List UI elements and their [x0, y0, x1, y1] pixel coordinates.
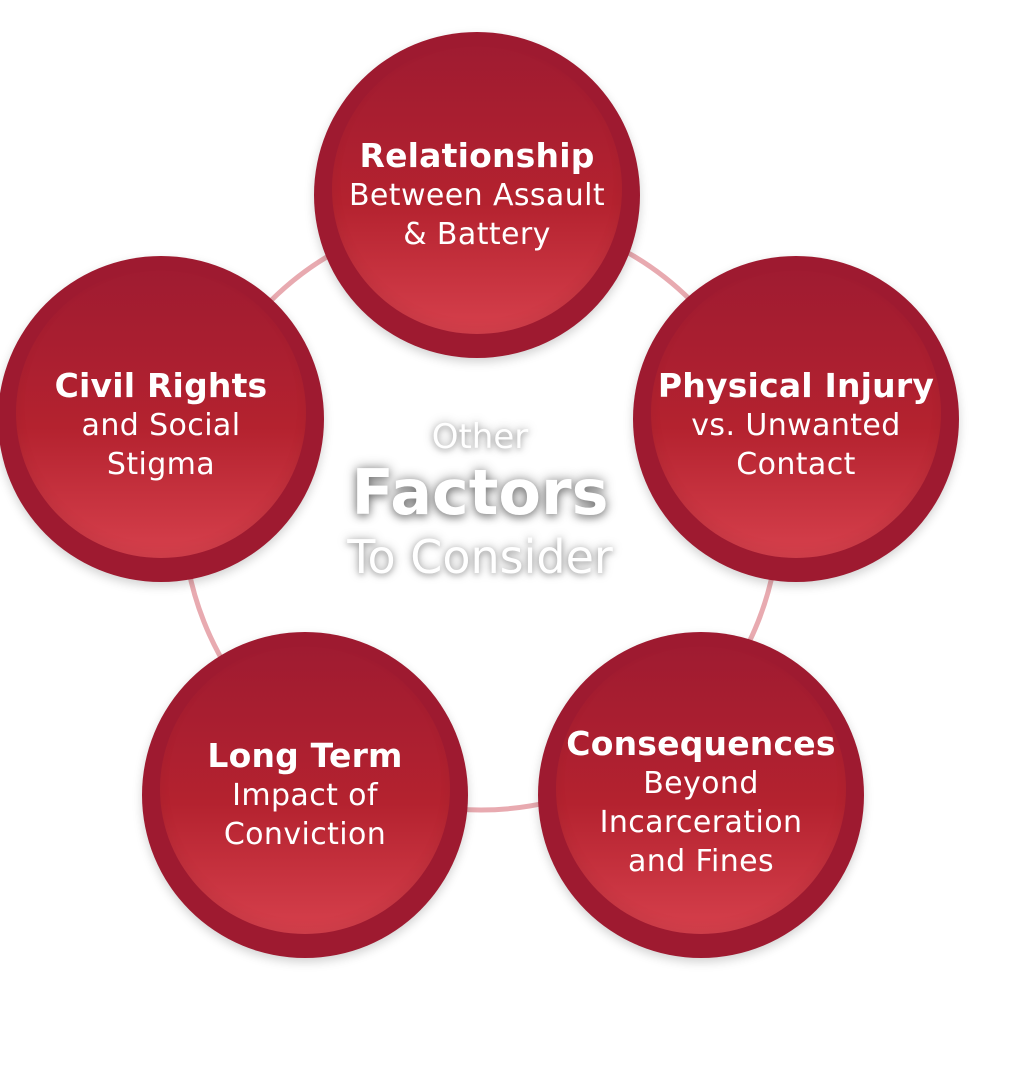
factor-consequences: Consequences Beyond Incarceration and Fi…	[538, 632, 864, 958]
factor-circle-face	[160, 644, 450, 934]
factor-civil-rights: Civil Rights and Social Stigma	[0, 256, 324, 582]
factor-title: Long Term	[207, 736, 403, 775]
factor-title: Consequences	[566, 724, 836, 763]
factor-subtitle-line: and Fines	[627, 844, 775, 879]
factor-text: Consequences Beyond Incarceration and Fi…	[538, 724, 864, 881]
factor-long-term: Long Term Impact of Conviction	[142, 632, 468, 958]
factor-relationship: Relationship Between Assault & Battery	[314, 32, 640, 358]
factor-subtitle-line: and Social	[81, 408, 241, 443]
factor-title: Relationship	[359, 136, 595, 175]
factor-text: Physical Injury vs. Unwanted Contact	[633, 366, 959, 484]
center-heading-line3: To Consider	[347, 530, 613, 584]
factor-circle-face	[16, 268, 306, 558]
factor-subtitle-line: Incarceration	[599, 805, 803, 840]
factor-subtitle-line: & Battery	[403, 217, 551, 252]
factor-text: Relationship Between Assault & Battery	[314, 136, 640, 254]
factor-circle-face	[651, 268, 941, 558]
factor-circle-face	[556, 644, 846, 934]
factor-title: Civil Rights	[54, 366, 268, 405]
factor-text: Long Term Impact of Conviction	[142, 736, 468, 854]
center-heading-line2: Factors	[351, 456, 609, 529]
factor-subtitle-line: Conviction	[223, 817, 387, 852]
center-heading-line1: Other	[431, 417, 529, 457]
factor-subtitle-line: Beyond	[643, 766, 759, 801]
center-heading: Other Factors To Consider	[280, 415, 680, 587]
factor-physical-injury: Physical Injury vs. Unwanted Contact	[633, 256, 959, 582]
factor-circle-face	[332, 44, 622, 334]
factor-text: Civil Rights and Social Stigma	[0, 366, 324, 484]
factor-subtitle-line: Impact of	[232, 778, 378, 813]
factor-subtitle-line: Between Assault	[348, 178, 606, 213]
factor-title: Physical Injury	[657, 366, 935, 405]
factor-subtitle-line: Contact	[736, 447, 856, 482]
factor-subtitle-line: Stigma	[106, 447, 216, 482]
factor-subtitle-line: vs. Unwanted	[691, 408, 901, 443]
